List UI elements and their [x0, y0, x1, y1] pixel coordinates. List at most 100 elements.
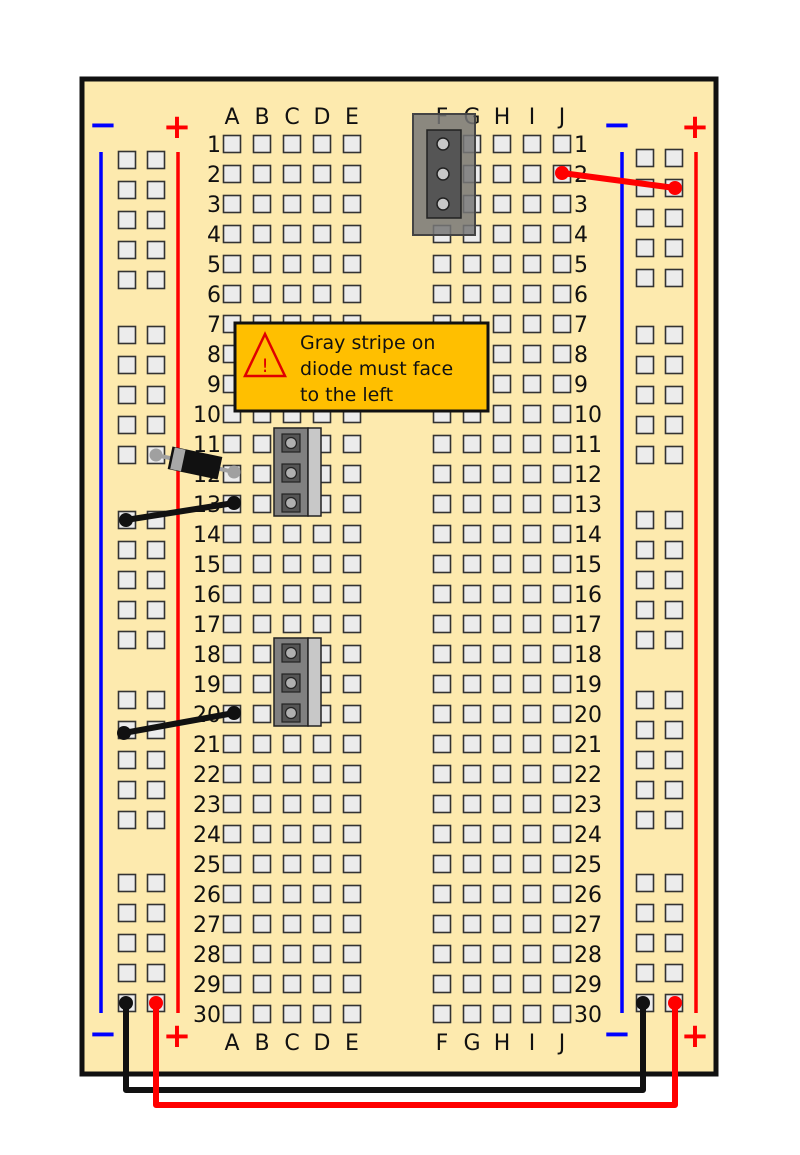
hole-G28[interactable]	[462, 944, 482, 964]
hole-G25[interactable]	[462, 854, 482, 874]
hole-I29[interactable]	[522, 974, 542, 994]
hole-G6[interactable]	[462, 284, 482, 304]
hole-B2[interactable]	[252, 164, 272, 184]
hole-G19[interactable]	[462, 674, 482, 694]
hole-A3[interactable]	[222, 194, 242, 214]
hole-B22[interactable]	[252, 764, 272, 784]
rail-left-minus-hole-6[interactable]	[117, 325, 137, 345]
hole-F22[interactable]	[432, 764, 452, 784]
rail-right-minus-hole-15[interactable]	[635, 630, 655, 650]
rail-left-minus-hole-3[interactable]	[117, 210, 137, 230]
rail-left-minus-hole-14[interactable]	[117, 600, 137, 620]
hole-H23[interactable]	[492, 794, 512, 814]
rail-left-minus-hole-8[interactable]	[117, 385, 137, 405]
rail-right-minus-hole-11[interactable]	[635, 510, 655, 530]
hole-A30[interactable]	[222, 1004, 242, 1024]
hole-B28[interactable]	[252, 944, 272, 964]
hole-A26[interactable]	[222, 884, 242, 904]
hole-E27[interactable]	[342, 914, 362, 934]
rail-left-minus-hole-9[interactable]	[117, 415, 137, 435]
rail-right-plus-hole-7[interactable]	[664, 355, 684, 375]
hole-H5[interactable]	[492, 254, 512, 274]
hole-D5[interactable]	[312, 254, 332, 274]
hole-A21[interactable]	[222, 734, 242, 754]
hole-H3[interactable]	[492, 194, 512, 214]
hole-G11[interactable]	[462, 434, 482, 454]
hole-I3[interactable]	[522, 194, 542, 214]
hole-J22[interactable]	[552, 764, 572, 784]
hole-D28[interactable]	[312, 944, 332, 964]
hole-C24[interactable]	[282, 824, 302, 844]
hole-F11[interactable]	[432, 434, 452, 454]
hole-A11[interactable]	[222, 434, 242, 454]
hole-H25[interactable]	[492, 854, 512, 874]
rail-left-minus-hole-19[interactable]	[117, 780, 137, 800]
hole-C25[interactable]	[282, 854, 302, 874]
hole-A28[interactable]	[222, 944, 242, 964]
hole-H29[interactable]	[492, 974, 512, 994]
hole-D22[interactable]	[312, 764, 332, 784]
rail-right-plus-hole-11[interactable]	[664, 510, 684, 530]
rail-left-plus-hole-20[interactable]	[146, 810, 166, 830]
hole-B11[interactable]	[252, 434, 272, 454]
rail-right-plus-hole-18[interactable]	[664, 750, 684, 770]
hole-C30[interactable]	[282, 1004, 302, 1024]
rail-left-plus-hole-23[interactable]	[146, 933, 166, 953]
hole-J14[interactable]	[552, 524, 572, 544]
hole-J24[interactable]	[552, 824, 572, 844]
hole-B4[interactable]	[252, 224, 272, 244]
hole-E25[interactable]	[342, 854, 362, 874]
hole-E29[interactable]	[342, 974, 362, 994]
rail-right-plus-hole-10[interactable]	[664, 445, 684, 465]
rail-right-minus-hole-5[interactable]	[635, 268, 655, 288]
hole-E17[interactable]	[342, 614, 362, 634]
rail-right-minus-hole-18[interactable]	[635, 750, 655, 770]
hole-I25[interactable]	[522, 854, 542, 874]
hole-A2[interactable]	[222, 164, 242, 184]
rail-right-minus-hole-9[interactable]	[635, 415, 655, 435]
hole-C2[interactable]	[282, 164, 302, 184]
hole-B6[interactable]	[252, 284, 272, 304]
rail-right-plus-hole-23[interactable]	[664, 933, 684, 953]
hole-I1[interactable]	[522, 134, 542, 154]
hole-A19[interactable]	[222, 674, 242, 694]
rail-left-plus-hole-6[interactable]	[146, 325, 166, 345]
hole-H4[interactable]	[492, 224, 512, 244]
hole-I21[interactable]	[522, 734, 542, 754]
hole-G30[interactable]	[462, 1004, 482, 1024]
hole-H11[interactable]	[492, 434, 512, 454]
hole-A27[interactable]	[222, 914, 242, 934]
rail-right-plus-hole-15[interactable]	[664, 630, 684, 650]
hole-D25[interactable]	[312, 854, 332, 874]
hole-D6[interactable]	[312, 284, 332, 304]
rail-right-minus-hole-10[interactable]	[635, 445, 655, 465]
hole-C6[interactable]	[282, 284, 302, 304]
hole-I12[interactable]	[522, 464, 542, 484]
hole-H13[interactable]	[492, 494, 512, 514]
rail-left-plus-hole-2[interactable]	[146, 180, 166, 200]
hole-F15[interactable]	[432, 554, 452, 574]
hole-H27[interactable]	[492, 914, 512, 934]
hole-I4[interactable]	[522, 224, 542, 244]
rail-right-plus-hole-4[interactable]	[664, 238, 684, 258]
hole-A23[interactable]	[222, 794, 242, 814]
hole-I19[interactable]	[522, 674, 542, 694]
rail-left-minus-hole-18[interactable]	[117, 750, 137, 770]
hole-H14[interactable]	[492, 524, 512, 544]
hole-I20[interactable]	[522, 704, 542, 724]
hole-G26[interactable]	[462, 884, 482, 904]
hole-H22[interactable]	[492, 764, 512, 784]
hole-H17[interactable]	[492, 614, 512, 634]
hole-D17[interactable]	[312, 614, 332, 634]
hole-D1[interactable]	[312, 134, 332, 154]
hole-J9[interactable]	[552, 374, 572, 394]
rail-right-minus-hole-20[interactable]	[635, 810, 655, 830]
rail-right-plus-hole-8[interactable]	[664, 385, 684, 405]
hole-J13[interactable]	[552, 494, 572, 514]
hole-J7[interactable]	[552, 314, 572, 334]
hole-H12[interactable]	[492, 464, 512, 484]
rail-left-plus-hole-4[interactable]	[146, 240, 166, 260]
hole-F24[interactable]	[432, 824, 452, 844]
hole-D29[interactable]	[312, 974, 332, 994]
rail-left-plus-hole-19[interactable]	[146, 780, 166, 800]
